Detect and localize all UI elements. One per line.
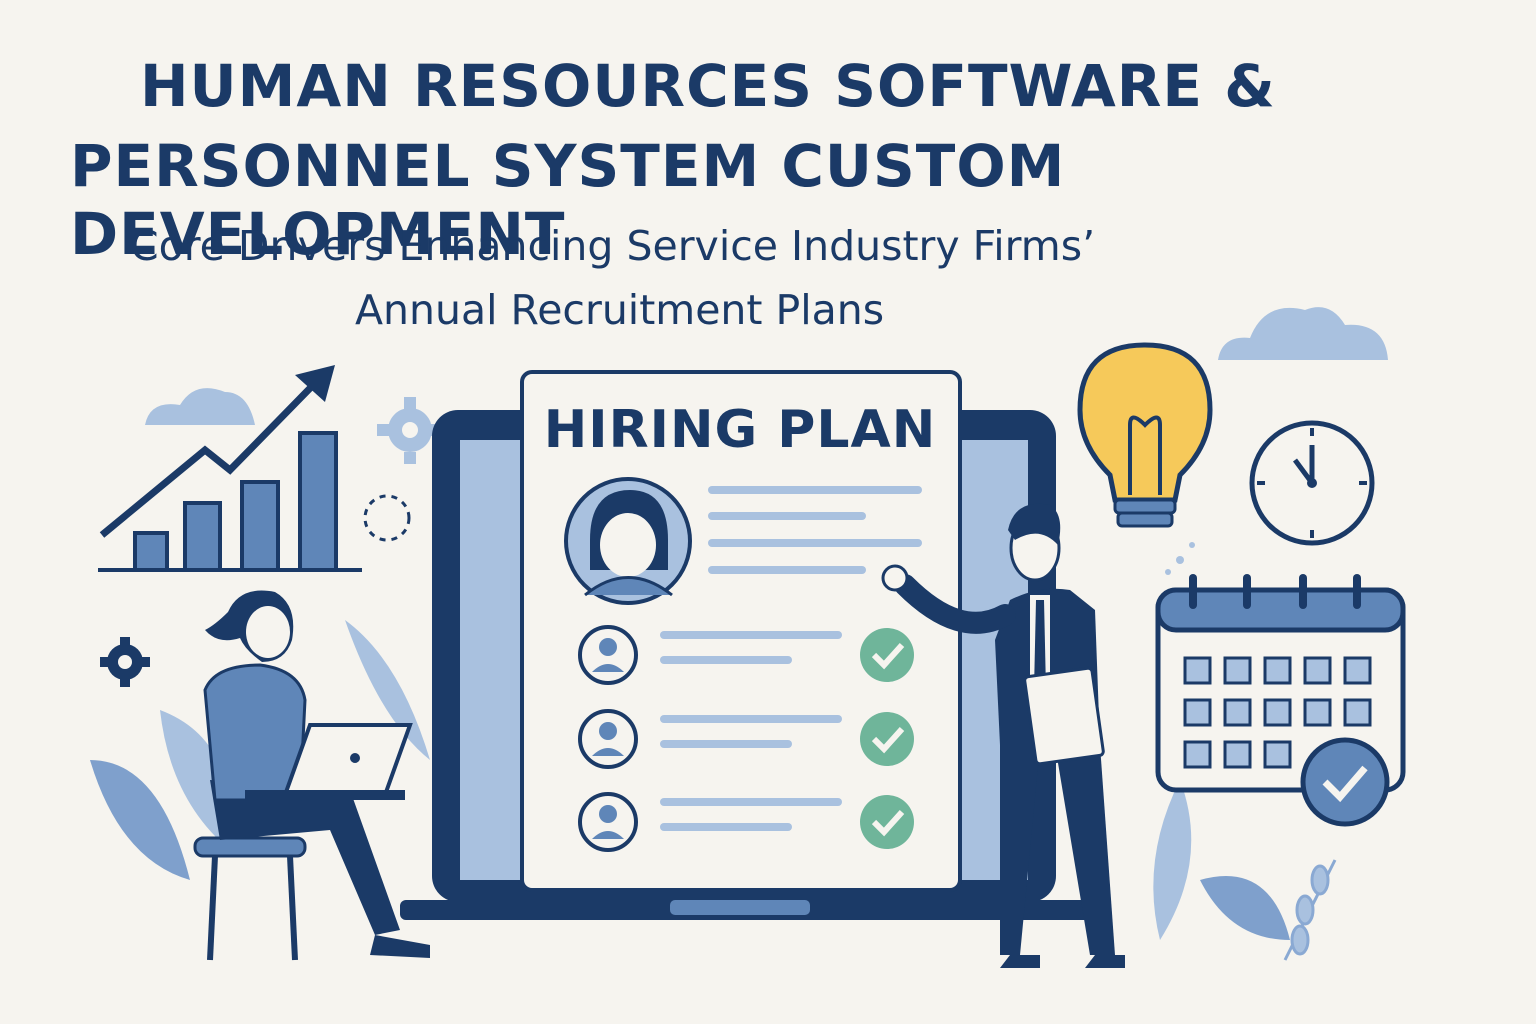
growth-chart-icon	[98, 365, 362, 572]
clock-icon	[1249, 420, 1375, 546]
woman-with-laptop	[193, 590, 430, 961]
dashed-circle	[363, 494, 411, 542]
candidate-row	[578, 625, 914, 685]
gear-icon	[100, 637, 150, 687]
hiring-plan-heading: HIRING PLAN	[543, 400, 937, 460]
presenting-man	[881, 503, 1125, 968]
subtitle-line-1: Core Drivers Enhancing Service Industry …	[130, 222, 1096, 270]
candidate-row	[578, 792, 914, 852]
candidate-row	[578, 709, 914, 769]
subtitle-line-2: Annual Recruitment Plans	[355, 286, 885, 334]
lightbulb-icon	[1077, 342, 1213, 528]
cloud-icon	[145, 307, 1388, 425]
decorative-dots	[1165, 542, 1195, 575]
plant-leaves	[90, 620, 1290, 940]
page-title-line-1: HUMAN RESOURCES SOFTWARE &	[140, 52, 1276, 120]
sprig-icon	[1283, 859, 1337, 961]
calendar-check-icon	[1155, 574, 1406, 827]
page-title-line-2: PERSONNEL SYSTEM CUSTOM DEVELOPMENT	[70, 132, 1066, 268]
